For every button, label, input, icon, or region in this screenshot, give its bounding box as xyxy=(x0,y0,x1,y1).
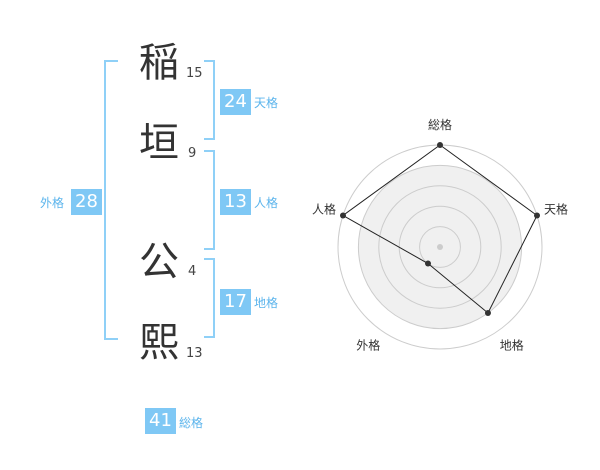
radar-point-5 xyxy=(339,212,346,219)
radar-point-1 xyxy=(437,142,443,148)
gaikaku-label: 外格 xyxy=(40,196,65,210)
gaikaku-value: 28 xyxy=(71,189,102,215)
radar-axis-label-5: 人格 xyxy=(312,201,336,216)
radar-point-2 xyxy=(534,212,541,219)
radar-grid-ring xyxy=(419,226,461,268)
stroke-count-3: 4 xyxy=(188,264,197,279)
radar-axis-label-1: 総格 xyxy=(428,117,452,132)
stroke-count-2: 9 xyxy=(188,146,197,161)
name-char-2: 垣 xyxy=(139,120,179,166)
name-char-3: 公 xyxy=(139,239,179,285)
radar-axis-label-4: 外格 xyxy=(356,338,380,353)
chikaku-label: 地格 xyxy=(254,296,279,310)
name-char-1: 稲 xyxy=(139,40,179,86)
tenkaku-bracket xyxy=(204,60,215,140)
jinkaku-bracket xyxy=(204,150,215,250)
radar-point-4 xyxy=(425,260,432,267)
chikaku-bracket xyxy=(204,258,215,338)
radar-center xyxy=(437,244,443,250)
name-char-4: 熙 xyxy=(139,320,179,366)
radar-point-3 xyxy=(484,310,491,317)
tenkaku-value: 24 xyxy=(220,89,251,115)
stroke-count-1: 15 xyxy=(186,66,203,81)
radar-axis-label-2: 天格 xyxy=(544,201,568,216)
jinkaku-label: 人格 xyxy=(254,196,279,210)
soukaku-value: 41 xyxy=(145,408,176,434)
radar-axis-label-3: 地格 xyxy=(500,338,524,353)
radar-data-polygon xyxy=(342,144,538,314)
soukaku-label: 総格 xyxy=(179,416,204,430)
jinkaku-value: 13 xyxy=(220,189,251,215)
chikaku-value: 17 xyxy=(220,289,251,315)
tenkaku-label: 天格 xyxy=(254,96,279,110)
stroke-count-4: 13 xyxy=(186,346,203,361)
gaikaku-bracket xyxy=(104,60,118,340)
radar-grid-ring xyxy=(378,185,502,309)
